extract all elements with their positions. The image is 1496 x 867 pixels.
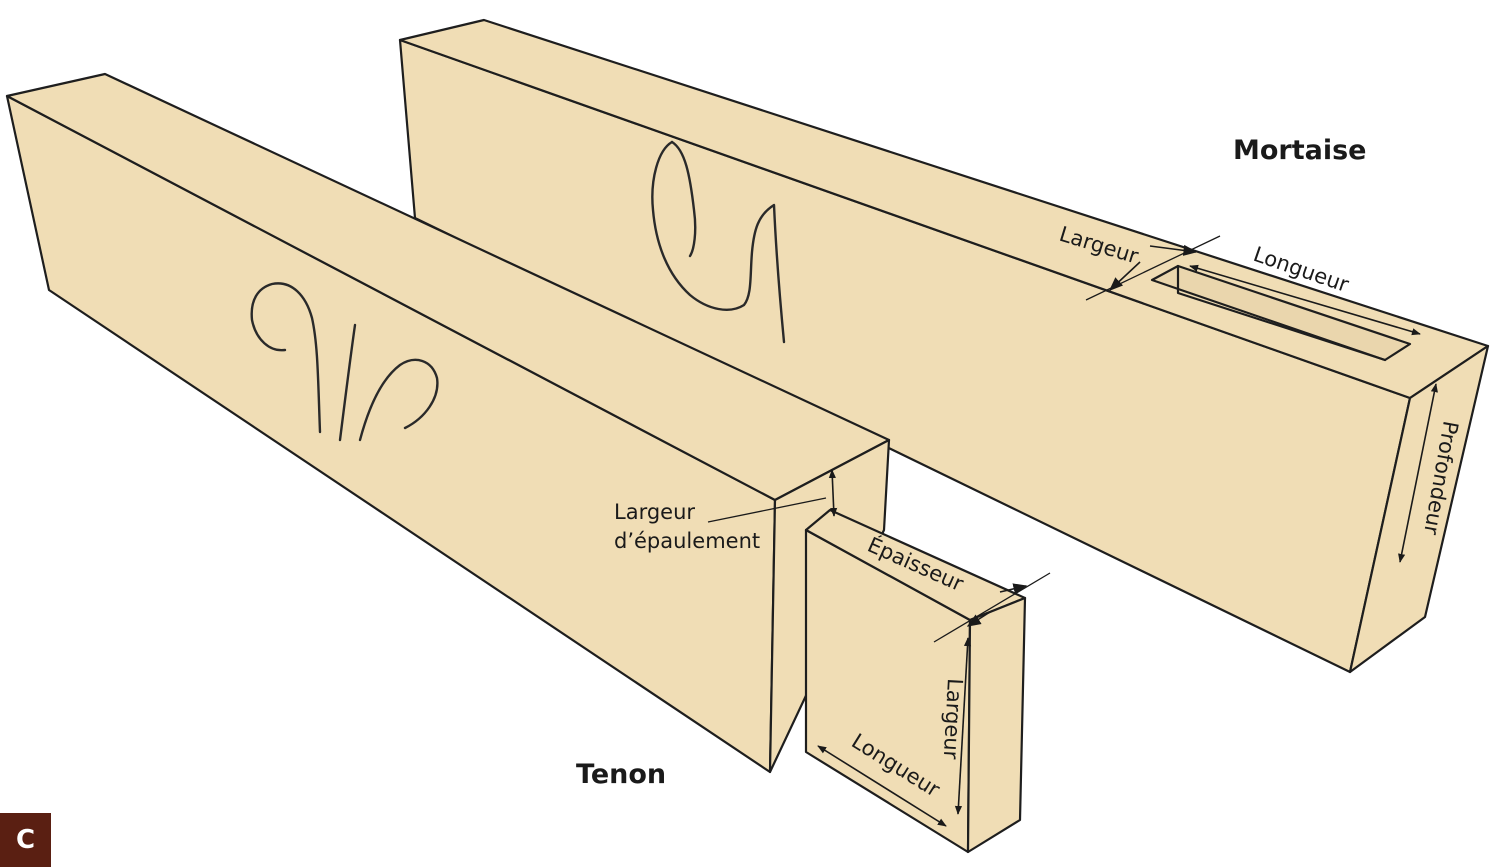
shoulder-width-arrow — [828, 469, 838, 517]
tenon-thickness-arrow-a — [999, 583, 1028, 595]
tenon-thickness-arrow-b — [966, 611, 991, 627]
tenon-thickness-ext — [933, 572, 1051, 643]
mortise-carpenter-mark — [651, 140, 786, 344]
mortise-carpenter-mark-hook — [670, 140, 697, 258]
mortise-title: Mortaise — [1233, 135, 1367, 166]
tenon-width-label: Largeur — [939, 678, 967, 761]
mortise-width-arrow-a — [1149, 244, 1198, 256]
shoulder-width-label-line2: d’épaulement — [614, 529, 760, 553]
tenon-carpenter-mark — [250, 282, 322, 434]
mortise-width-arrow-b — [1108, 261, 1141, 291]
tenon-length-arrow — [817, 745, 947, 827]
tenon-carpenter-mark-right — [358, 358, 439, 442]
mortise-depth-arrow — [1398, 383, 1438, 563]
tenon-title: Tenon — [576, 759, 666, 790]
tenon-width-arrow — [954, 637, 972, 815]
figure-badge: C — [0, 813, 51, 867]
dimension-lines — [707, 235, 1438, 827]
mortise-length-arrow — [1189, 264, 1421, 336]
tenon-end-face — [966, 596, 1027, 854]
mortise-width-ext — [1085, 235, 1221, 301]
tenon-beam — [5, 72, 891, 774]
shoulder-width-label-line1: Largeur — [614, 500, 695, 524]
tenon-carpenter-mark-mid — [338, 323, 357, 442]
mortise-slot-inner-wall — [1176, 264, 1387, 362]
shoulder-width-leader — [707, 497, 827, 523]
